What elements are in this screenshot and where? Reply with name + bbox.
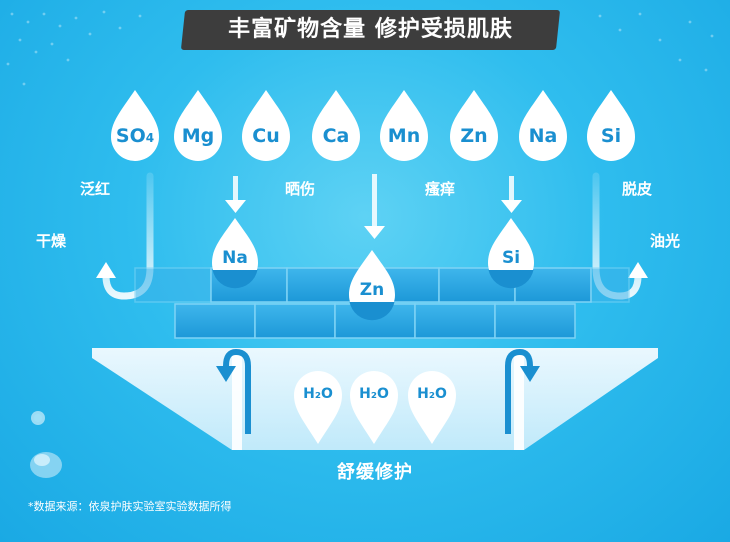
down-arrow-icon: [364, 226, 385, 239]
mineral-label-ca: Ca: [322, 125, 350, 147]
concern-itching: 瘙痒: [425, 180, 456, 198]
water-label: H₂O: [359, 386, 389, 402]
mineral-label-si: Si: [600, 125, 622, 147]
absorbed-drop: [349, 250, 395, 318]
absorbed-drop: [212, 218, 258, 286]
absorbed-drops: [212, 218, 534, 321]
mineral-drop: [174, 90, 222, 161]
basin-arrows: [223, 348, 533, 434]
left-arrow-head-icon: [96, 262, 116, 278]
absorbed-label-na: Na: [222, 248, 248, 268]
absorbed-drop: [488, 218, 534, 286]
brick-wall: [134, 267, 630, 339]
mineral-label-na: Na: [528, 125, 558, 147]
mineral-drop: [450, 90, 498, 161]
water-drop: [294, 371, 342, 444]
bubbles: [30, 411, 62, 478]
mineral-label-cu: Cu: [252, 125, 280, 147]
mineral-drop: [380, 90, 428, 161]
concern-redness: 泛红: [80, 180, 111, 198]
mineral-label-zn: Zn: [460, 125, 488, 147]
dot-pattern: [6, 10, 714, 86]
page-title: 丰富矿物含量 修护受损肌肤: [228, 17, 513, 42]
mineral-label-so4: SO4: [115, 125, 155, 147]
concern-oiliness: 油光: [650, 232, 681, 250]
down-arrows: [225, 174, 522, 239]
water-label: H₂O: [303, 386, 333, 402]
down-arrow-icon: [501, 200, 522, 213]
mineral-drop: [312, 90, 360, 161]
absorbed-label-zn: Zn: [359, 280, 385, 300]
water-drops: [294, 371, 456, 444]
concern-sunburn: 晒伤: [285, 180, 316, 198]
concern-dryness: 干燥: [36, 232, 67, 250]
basin-right-arrow-icon: [520, 366, 540, 382]
water-drop: [408, 371, 456, 444]
down-arrow-icon: [225, 200, 246, 213]
mineral-drops: [111, 90, 635, 161]
mineral-drop: [111, 90, 159, 161]
mineral-drop: [587, 90, 635, 161]
mineral-drop: [242, 90, 290, 161]
water-drop: [350, 371, 398, 444]
footnote: *数据来源：依泉护肤实验室实验数据所得: [28, 500, 232, 513]
mineral-label-mn: Mn: [387, 125, 421, 147]
mineral-drop: [519, 90, 567, 161]
caption: 舒缓修护: [337, 462, 413, 483]
water-label: H₂O: [417, 386, 447, 402]
absorbed-label-si: Si: [501, 248, 521, 268]
right-arrow-head-icon: [628, 262, 648, 278]
mineral-label-mg: Mg: [181, 125, 215, 147]
basin-left-arrow-icon: [216, 366, 236, 382]
concern-peeling: 脱皮: [622, 180, 653, 198]
